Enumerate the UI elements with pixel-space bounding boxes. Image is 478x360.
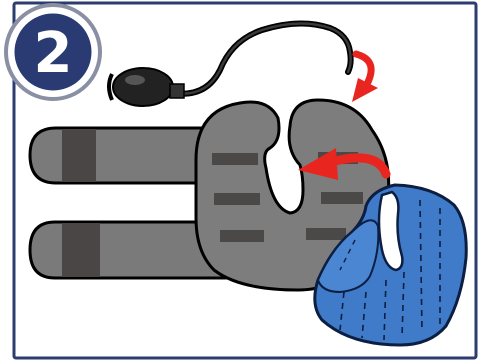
velcro-patch [220,230,264,242]
step-number: 2 [34,21,73,86]
strap-velcro-band [62,223,100,277]
velcro-patch [214,193,260,205]
step-badge: 2 [6,5,100,99]
strap-velcro-band [62,129,96,182]
velcro-patch [306,228,346,240]
velcro-patch [321,192,363,204]
velcro-patch [212,153,258,165]
